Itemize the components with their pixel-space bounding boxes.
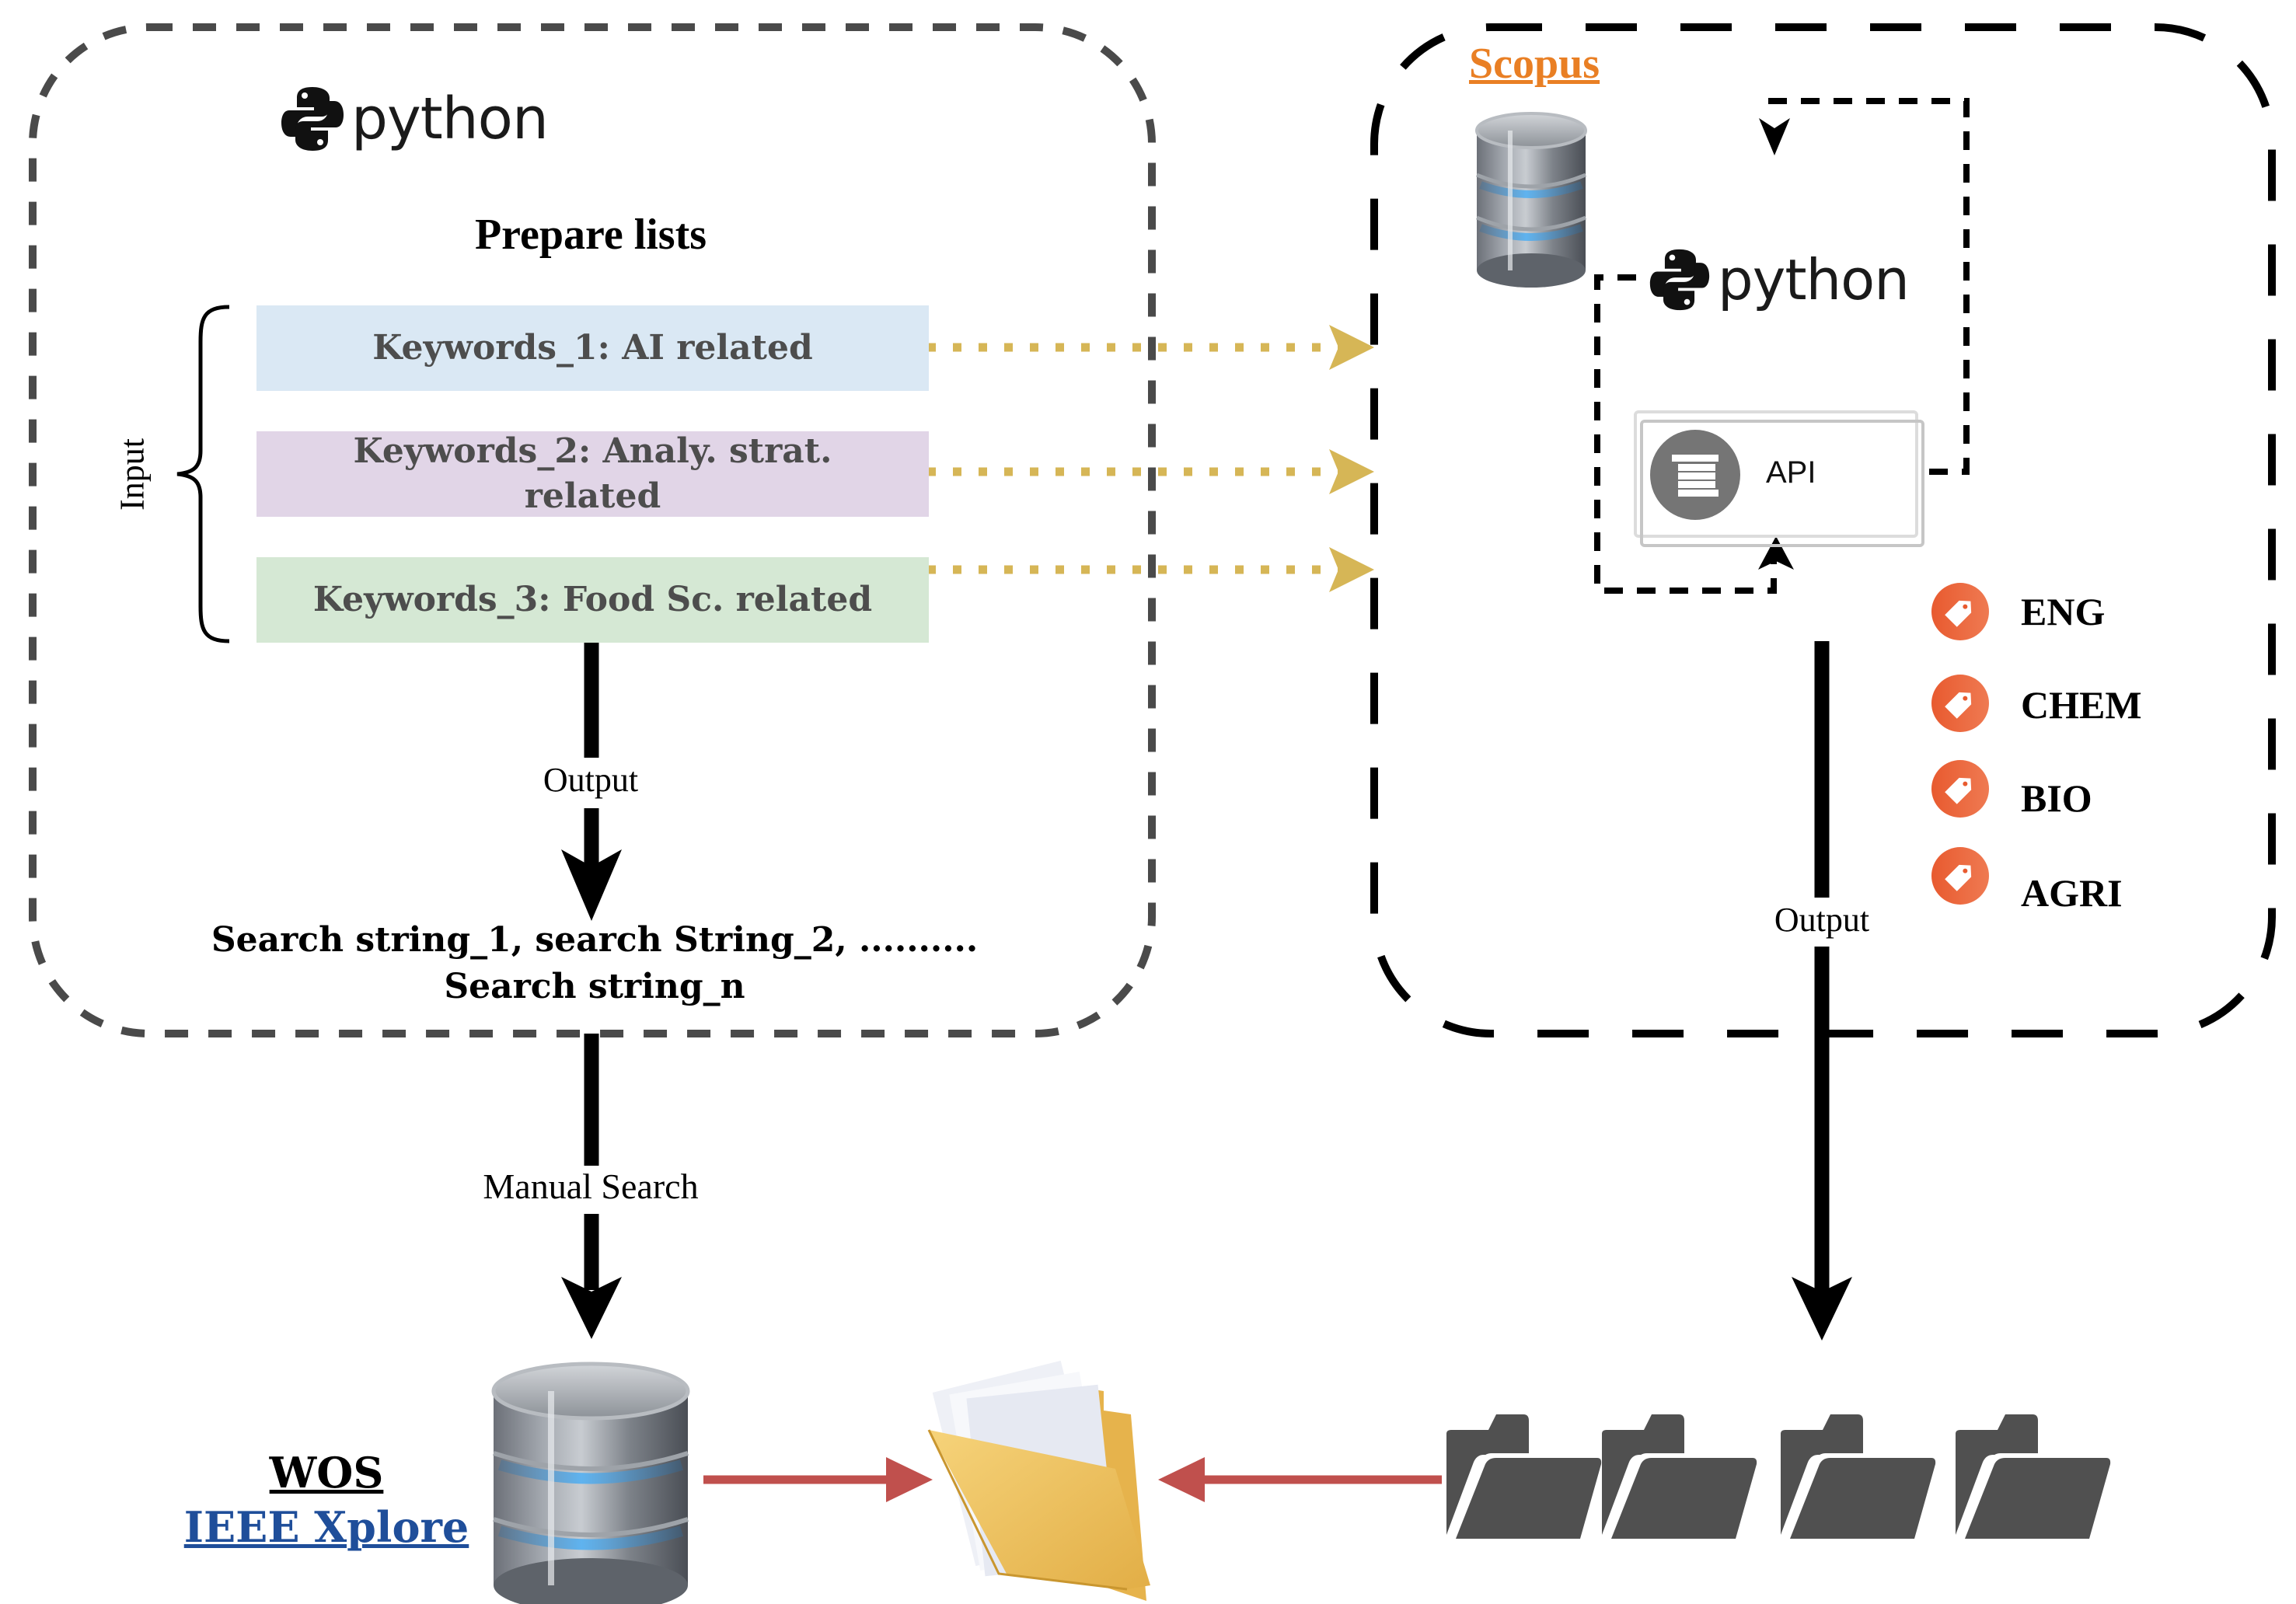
left-panel-border bbox=[29, 23, 1156, 1037]
search-strings-line-1: Search string_1, search String_2, ......… bbox=[211, 920, 979, 960]
tag-icon bbox=[1931, 760, 1989, 818]
keyword-list-2[interactable]: Keywords_2: Analy. strat. related bbox=[256, 431, 929, 517]
dotted-arrow-head-1 bbox=[1329, 325, 1374, 370]
api-loop-arrow-down bbox=[1759, 118, 1790, 155]
folders-to-folder-arrow-head bbox=[1158, 1457, 1205, 1502]
input-label: Input bbox=[113, 438, 152, 511]
keyword-list-2-label: Keywords_2: Analy. strat. related bbox=[353, 431, 832, 516]
python-logo-text: python bbox=[1718, 247, 1910, 312]
subject-tag-list: ENG CHEM BIO AGRI bbox=[1931, 583, 2165, 917]
left-python-logo: python bbox=[281, 85, 549, 152]
scopus-database-icon bbox=[1475, 112, 1587, 288]
subject-tag-agri: AGRI bbox=[2021, 871, 2123, 915]
keyword-list-3-label: Keywords_3: Food Sc. related bbox=[312, 580, 873, 619]
tag-icon bbox=[1931, 583, 1989, 640]
tag-icon bbox=[1931, 847, 1989, 905]
folder-icon bbox=[1956, 1414, 2114, 1539]
search-strings-line-2: Search string_n bbox=[444, 967, 745, 1006]
dotted-arrow-head-2 bbox=[1329, 449, 1374, 494]
api-loop-arrow-up bbox=[1758, 536, 1794, 570]
api-loop bbox=[1594, 98, 1970, 594]
keyword-to-scopus-arrows bbox=[927, 325, 1374, 592]
tag-icon bbox=[1931, 675, 1989, 732]
scopus-link[interactable]: Scopus bbox=[1469, 40, 1600, 88]
panel-title: Prepare lists bbox=[474, 211, 707, 259]
manual-search-arrow-head bbox=[561, 1277, 622, 1339]
keyword-list-3[interactable]: Keywords_3: Food Sc. related bbox=[256, 557, 929, 643]
python-icon bbox=[281, 87, 344, 151]
subject-tag-chem: CHEM bbox=[2021, 683, 2142, 727]
right-python-logo: python bbox=[1649, 247, 1910, 312]
manual-databases: WOS IEEE Xplore bbox=[179, 1445, 474, 1554]
api-stack-icon bbox=[1672, 455, 1719, 497]
folder-icon bbox=[1602, 1414, 1760, 1539]
keyword-list-1[interactable]: Keywords_1: AI related bbox=[256, 305, 929, 391]
wos-link[interactable]: WOS bbox=[269, 1448, 384, 1498]
api-box-inner bbox=[1640, 420, 1924, 547]
subject-tag-eng: ENG bbox=[2021, 590, 2106, 633]
input-brace bbox=[176, 305, 230, 643]
api-label: API bbox=[1766, 455, 1816, 490]
manual-search-label: Manual Search bbox=[435, 1166, 746, 1207]
keyword-list-1-label: Keywords_1: AI related bbox=[372, 328, 813, 368]
scopus-result-folders bbox=[1442, 1414, 2126, 1546]
right-output-arrow-head bbox=[1792, 1277, 1852, 1341]
wos-database-icon bbox=[491, 1362, 690, 1604]
folder-icon bbox=[1781, 1414, 1939, 1539]
subject-tag-bio: BIO bbox=[2021, 776, 2092, 820]
left-output-label: Output bbox=[497, 760, 684, 800]
python-logo-text: python bbox=[351, 85, 549, 152]
ieee-xplore-link[interactable]: IEEE Xplore bbox=[183, 1502, 469, 1552]
left-output-arrow-head bbox=[561, 849, 622, 921]
dotted-arrow-head-3 bbox=[1329, 547, 1374, 592]
folder-icon bbox=[1446, 1414, 1605, 1539]
search-strings-output: Search string_1, search String_2, ......… bbox=[155, 917, 1034, 1010]
right-output-label: Output bbox=[1729, 900, 1915, 940]
wos-to-folder-arrow-head bbox=[886, 1457, 933, 1502]
merged-results-folder-icon bbox=[927, 1360, 1150, 1601]
input-label-wrap: Input bbox=[109, 435, 155, 513]
python-icon bbox=[1649, 249, 1710, 311]
